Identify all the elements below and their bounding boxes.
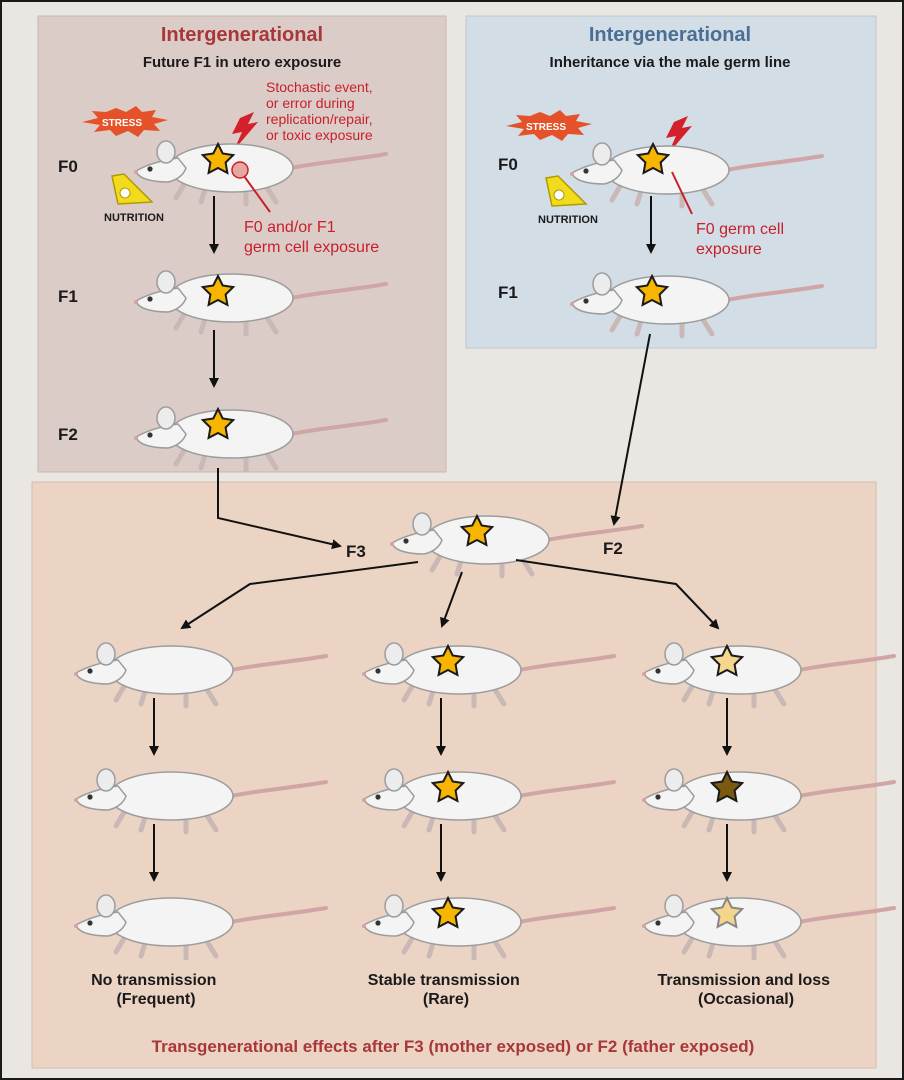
germ-cell-note-right: F0 germ cell exposure — [696, 221, 788, 258]
mouse-f0-father — [570, 143, 822, 215]
nutrition-label: NUTRITION — [104, 212, 164, 224]
merge-arrows — [217, 333, 651, 550]
fetus-icon — [231, 161, 249, 179]
branch-arrows — [180, 559, 720, 630]
cheese-icon-right — [545, 175, 588, 207]
stress-label-right: STRESS — [526, 122, 566, 133]
footer-caption: Transgenerational effects after F3 (moth… — [152, 1037, 755, 1056]
merge-label-f3: F3 — [346, 542, 366, 561]
left-panel — [37, 15, 447, 473]
gen-label-f2-left: F2 — [58, 425, 78, 444]
stress-burst-icon: STRESS — [82, 106, 168, 137]
cheese-icon — [111, 173, 154, 205]
gen-label-f1-right: F1 — [498, 283, 518, 302]
right-panel-subtitle: Inheritance via the male germ line — [550, 54, 791, 71]
left-panel-title: Intergenerational — [161, 24, 323, 46]
lightning-icon — [232, 112, 258, 150]
outcome-label-no-transmission: No transmission (Frequent) — [91, 972, 221, 1008]
stress-burst-icon-right: STRESS — [506, 110, 592, 141]
left-panel-subtitle: Future F1 in utero exposure — [143, 54, 341, 71]
germ-cell-note: F0 and/or F1 germ cell exposure — [244, 219, 379, 256]
lightning-icon-right — [666, 116, 692, 154]
merge-label-f2: F2 — [603, 539, 623, 558]
right-panel-title: Intergenerational — [589, 24, 751, 46]
outcome-label-loss: Transmission and loss (Occasional) — [658, 972, 835, 1008]
mouse-f0-pregnant — [134, 141, 386, 213]
outcome-label-stable: Stable transmission (Rare) — [368, 972, 525, 1008]
top-arrows — [209, 196, 656, 388]
gen-label-f1-left: F1 — [58, 287, 78, 306]
stress-label: STRESS — [102, 118, 142, 129]
gen-label-f0-right: F0 — [498, 155, 518, 174]
nutrition-label-right: NUTRITION — [538, 214, 598, 226]
gen-label-f0-left: F0 — [58, 157, 78, 176]
event-note: Stochastic event, or error during replic… — [266, 79, 377, 143]
column-arrows — [149, 698, 732, 882]
